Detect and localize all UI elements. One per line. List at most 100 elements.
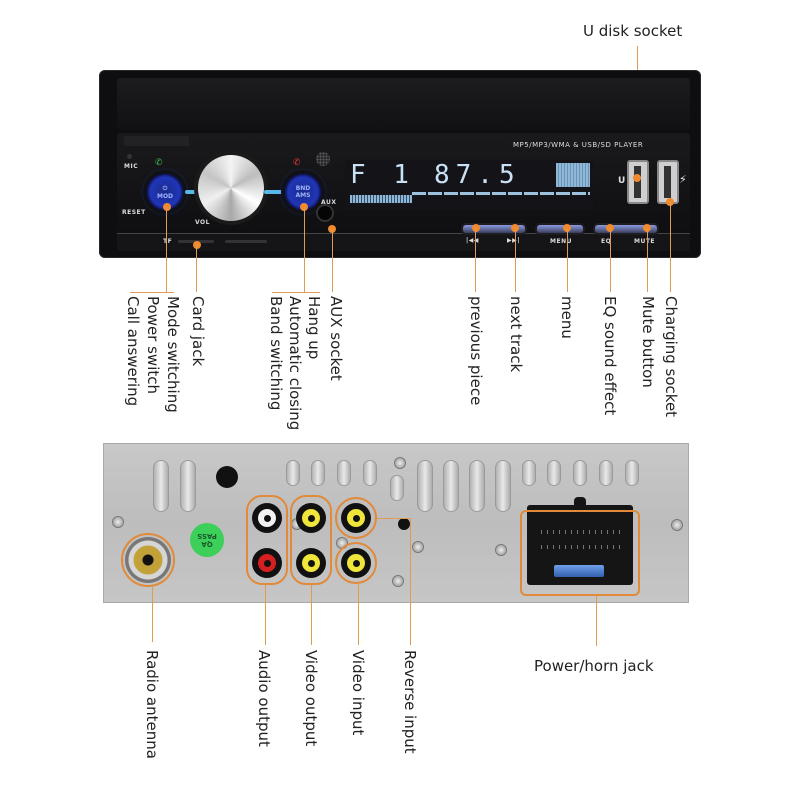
vent-slot — [469, 460, 485, 512]
screw-icon — [672, 520, 682, 530]
prev-label[interactable]: |◀◀ — [466, 237, 479, 244]
track-line — [412, 192, 590, 195]
vol-label: VOL — [195, 219, 210, 226]
leader-antenna — [152, 587, 153, 642]
fuse — [554, 565, 604, 577]
leader-mod-bar — [130, 292, 174, 293]
usb-port-u-disk[interactable] — [627, 160, 649, 204]
qa-pass-badge: QA PASS — [190, 523, 224, 557]
label-reverse-input: Reverse input — [401, 650, 419, 754]
vent-slot — [599, 460, 613, 486]
label-mode-switching: Mode switching — [164, 296, 182, 413]
leader-vout — [311, 585, 312, 645]
leader-audio — [265, 585, 266, 645]
leader-prev — [475, 228, 476, 292]
next-label[interactable]: ▶▶| — [507, 237, 520, 244]
usb-label: U — [618, 176, 626, 186]
leader-vin — [358, 584, 359, 645]
label-previous-piece: previous piece — [467, 296, 485, 406]
ring-power-horn — [520, 510, 640, 596]
leader-aux — [332, 229, 333, 292]
label-audio-output: Audio output — [255, 650, 273, 747]
screw-icon — [337, 538, 347, 548]
label-band-switching: Band switching — [267, 296, 285, 411]
mute-label[interactable]: MUTE — [634, 238, 656, 245]
leader-charge — [670, 202, 671, 292]
light-bar-right — [264, 190, 284, 194]
ams-label: AMS — [295, 192, 311, 199]
label-power-switch: Power switch — [144, 296, 162, 395]
model-text: MP5/MP3/WMA & USB/SD PLAYER — [513, 141, 644, 149]
signal-bar — [350, 195, 412, 203]
charging-bolt-icon: ⚡ — [679, 173, 687, 186]
eq-label[interactable]: EQ — [601, 238, 612, 245]
leader-card — [196, 245, 197, 292]
leader-next — [515, 228, 516, 292]
leader-mute — [647, 228, 648, 292]
screw-icon — [413, 542, 423, 552]
pass-text: PASS — [197, 532, 217, 540]
eq-mute-button-bar — [595, 225, 657, 233]
ring-video-output — [290, 495, 332, 585]
call-answer-icon: ✆ — [155, 158, 163, 168]
vent-slot — [337, 460, 351, 486]
leader-mod — [166, 207, 167, 292]
bnd-ams-button[interactable]: BND AMS — [284, 173, 322, 211]
reset-label: RESET — [122, 209, 146, 216]
display-band: F 1 — [350, 160, 415, 190]
label-card-jack: Card jack — [189, 296, 207, 367]
screw-icon — [496, 545, 506, 555]
bnd-label: BND — [295, 185, 311, 192]
leader-reverse — [410, 518, 411, 645]
vent-slot — [443, 460, 459, 512]
reverse-hole — [398, 518, 410, 530]
connector-pins — [541, 545, 621, 549]
label-aux-socket: AUX socket — [327, 296, 345, 381]
aux-label: AUX — [321, 199, 337, 206]
label-menu: menu — [558, 296, 576, 339]
screw-icon — [395, 458, 405, 468]
ring-audio-output — [246, 495, 288, 585]
vent-slot — [547, 460, 561, 486]
audio-out-white-jack[interactable] — [252, 503, 282, 533]
card-slot-2 — [225, 240, 267, 243]
menu-button[interactable] — [537, 225, 583, 233]
qa-text: QA — [201, 540, 213, 548]
connector-pins — [541, 530, 621, 534]
menu-label: MENU — [550, 238, 572, 245]
dot-card — [193, 241, 201, 249]
ring-video-input — [335, 542, 377, 584]
volume-knob[interactable] — [198, 155, 264, 221]
label-mute-button: Mute button — [639, 296, 657, 388]
power-icon: ⏻ — [162, 184, 168, 192]
dot-u-disk — [633, 174, 641, 182]
vent-slot — [286, 460, 300, 486]
label-video-output: Video output — [302, 650, 320, 747]
leader-bnd-bar — [272, 292, 320, 293]
vent-slot — [153, 460, 169, 512]
vent-slot — [311, 460, 325, 486]
label-eq-sound-effect: EQ sound effect — [601, 296, 619, 416]
eq-bars-icon — [556, 163, 590, 187]
vent-slot — [363, 460, 377, 486]
label-hang-up: Hang up — [305, 296, 323, 360]
vent-slot — [625, 460, 639, 486]
label-radio-antenna: Radio antenna — [143, 650, 161, 759]
front-flip-cover — [117, 78, 690, 130]
label-call-answering: Call answering — [124, 296, 142, 407]
aux-jack[interactable] — [318, 206, 332, 220]
display-frequency: 87.5 — [434, 160, 521, 190]
light-bar-left — [185, 190, 200, 194]
vent-slot — [573, 460, 587, 486]
label-next-track: next track — [507, 296, 525, 373]
leader-bnd — [304, 207, 305, 292]
label-automatic-closing: Automatic closing — [286, 296, 304, 431]
front-bottom-bar — [117, 233, 690, 251]
leader-power — [596, 596, 597, 646]
label-video-input: Video input — [349, 650, 367, 736]
leader-eq — [610, 228, 611, 292]
dot-prev — [472, 224, 480, 232]
screw-icon — [113, 517, 123, 527]
prev-next-button-bar — [463, 225, 525, 233]
label-power-horn-jack: Power/horn jack — [534, 657, 654, 675]
